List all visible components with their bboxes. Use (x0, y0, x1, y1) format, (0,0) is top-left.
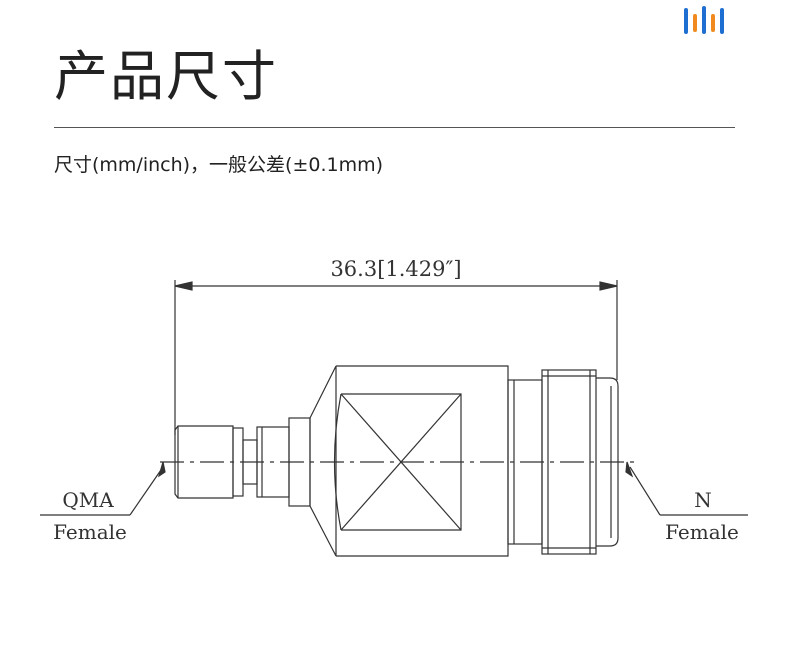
right-connector-type: N (694, 488, 712, 512)
left-connector-type: QMA (62, 488, 114, 512)
dimension-note: 尺寸(mm/inch)，一般公差(±0.1mm) (54, 154, 384, 176)
dimension-label: 36.3[1.429″] (330, 257, 461, 281)
right-connector-gender: Female (665, 520, 739, 544)
title-divider (54, 127, 735, 128)
left-connector-gender: Female (53, 520, 127, 544)
adapter-drawing: 36.3[1.429″] QMA Female N Female (40, 257, 748, 557)
brand-logo-icon (684, 6, 724, 34)
page-title: 产品尺寸 (54, 45, 278, 108)
